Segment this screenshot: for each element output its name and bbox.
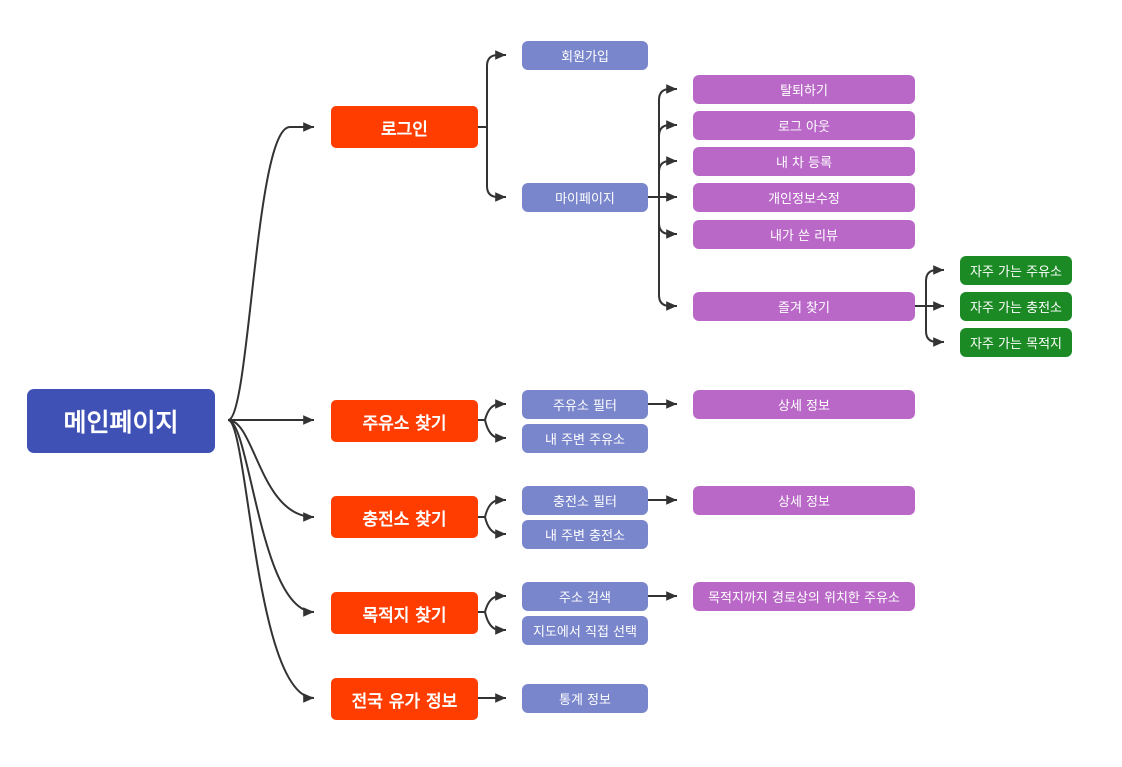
connector-favorites-dest	[915, 305, 944, 347]
node-charge-nearby[interactable]: 내 주변 충전소	[522, 520, 648, 549]
node-login[interactable]: 로그인	[331, 106, 478, 148]
node-statistics[interactable]: 통계 정보	[522, 684, 648, 713]
connector-find-charge-filter	[478, 495, 506, 518]
node-find-gas[interactable]: 주유소 찾기	[331, 400, 478, 442]
connector-mypage-withdraw	[648, 84, 677, 198]
connector-login-mypage	[478, 126, 506, 202]
connector-mypage-register-car	[648, 156, 677, 198]
node-fav-gas[interactable]: 자주 가는 주유소	[960, 256, 1072, 285]
node-fav-destination[interactable]: 자주 가는 목적지	[960, 328, 1072, 357]
connector-root-find-charge	[227, 419, 315, 522]
connector-root-national-price	[227, 419, 315, 703]
node-register-car[interactable]: 내 차 등록	[693, 147, 915, 176]
node-find-destination[interactable]: 목적지 찾기	[331, 592, 478, 634]
node-my-reviews[interactable]: 내가 쓴 리뷰	[693, 220, 915, 249]
connector-mypage-favorites	[648, 196, 677, 311]
node-withdraw[interactable]: 탈퇴하기	[693, 75, 915, 104]
connector-favorites-gas	[915, 265, 944, 307]
connector-find-dest-address	[478, 591, 506, 613]
node-favorites[interactable]: 즐겨 찾기	[693, 292, 915, 321]
connector-find-charge-nearby	[478, 516, 506, 539]
node-charge-detail[interactable]: 상세 정보	[693, 486, 915, 515]
connector-login-join	[478, 50, 506, 128]
node-fav-charge[interactable]: 자주 가는 충전소	[960, 292, 1072, 321]
connector-find-gas-filter	[478, 399, 506, 421]
connector-root-find-dest	[227, 419, 315, 617]
node-join[interactable]: 회원가입	[522, 41, 648, 70]
node-gas-filter[interactable]: 주유소 필터	[522, 390, 648, 419]
node-find-charge[interactable]: 충전소 찾기	[331, 496, 478, 538]
connector-find-gas-nearby	[478, 419, 506, 443]
node-mypage[interactable]: 마이페이지	[522, 183, 648, 212]
root-node[interactable]: 메인페이지	[27, 389, 215, 453]
connector-root-login	[227, 122, 314, 421]
node-map-select[interactable]: 지도에서 직접 선택	[522, 616, 648, 645]
connector-find-dest-map	[478, 611, 506, 635]
node-address-search[interactable]: 주소 검색	[522, 582, 648, 611]
node-charge-filter[interactable]: 충전소 필터	[522, 486, 648, 515]
node-gas-nearby[interactable]: 내 주변 주유소	[522, 424, 648, 453]
node-edit-profile[interactable]: 개인정보수정	[693, 183, 915, 212]
node-route-gas[interactable]: 목적지까지 경로상의 위치한 주유소	[693, 582, 915, 611]
node-gas-detail[interactable]: 상세 정보	[693, 390, 915, 419]
connector-mypage-my-reviews	[648, 196, 677, 239]
node-logout[interactable]: 로그 아웃	[693, 111, 915, 140]
connector-mypage-logout	[648, 120, 677, 198]
node-national-price[interactable]: 전국 유가 정보	[331, 678, 478, 720]
